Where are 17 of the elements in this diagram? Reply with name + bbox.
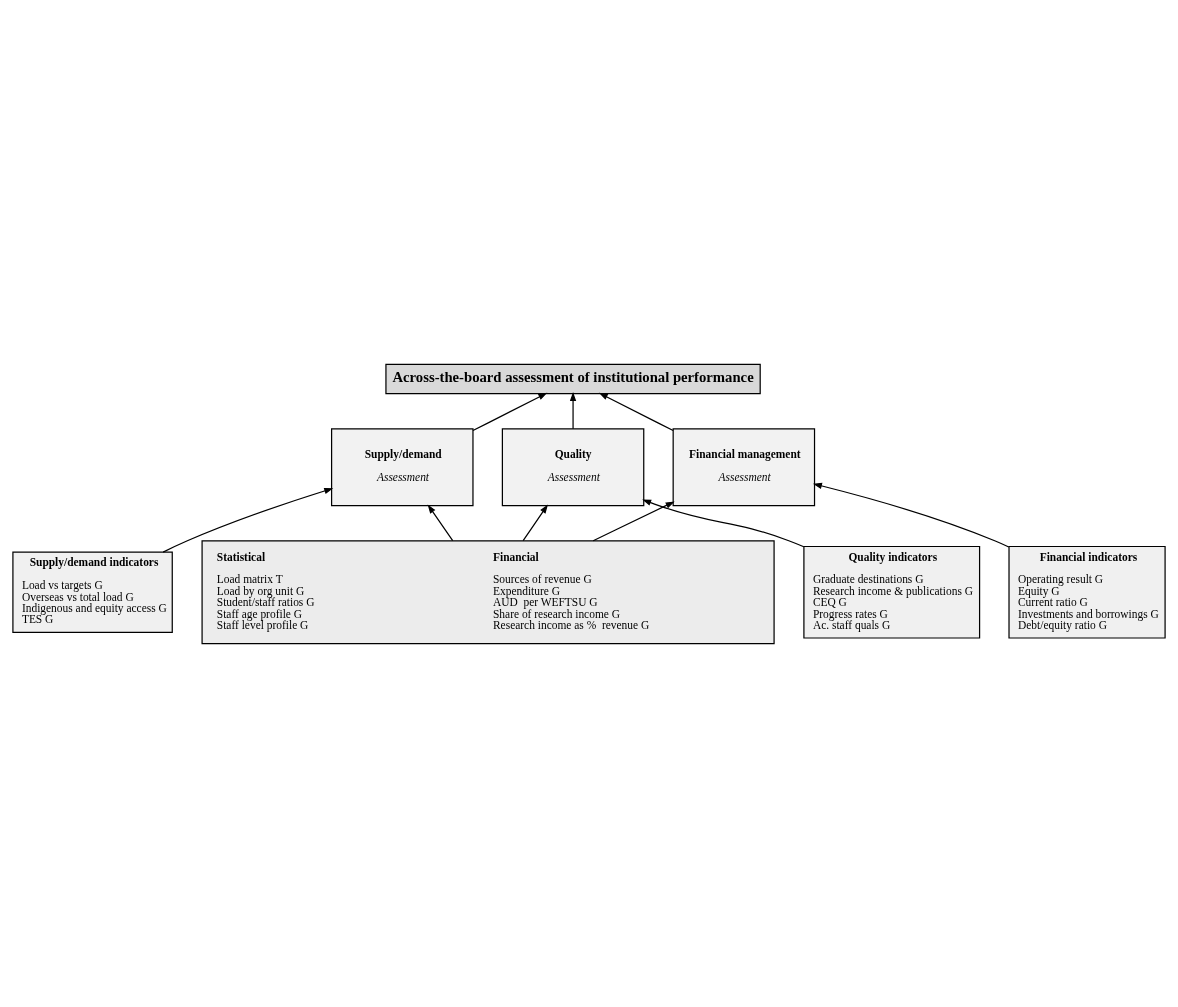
arrow (812, 482, 1010, 548)
arrow (592, 500, 675, 541)
node-box: Statistical Load matrix T Load by org unit G Student/staff ratios G Staff age profile G Staff level profile G Financial Sources of revenue G Expenditure G AUD per WEFTSU G Share of research income G Research income as % revenue G (201, 539, 775, 644)
node-box: Across-the-board assessment of institutional performance (385, 363, 761, 394)
arrow (569, 391, 577, 429)
arrow (427, 504, 454, 541)
node-box: Quality Assessment (501, 427, 645, 506)
node-box: Supply/demand Assessment (331, 427, 474, 506)
arrow (598, 392, 674, 431)
node-box: Financial indicators Operating result G Equity G Current ratio G Investments and borrowings G Debt/equity ratio G (1008, 545, 1166, 639)
arrow (522, 503, 548, 541)
arrow (642, 498, 805, 547)
node-box: Supply/demand indicators Load vs targets G Overseas vs total load G Indigenous and equity access G TES G (12, 551, 173, 633)
arrow (472, 392, 548, 431)
arrow (162, 487, 334, 553)
node-box: Quality indicators Graduate destinations G Research income & publications G CEQ G Progress rates G Ac. staff quals G (803, 545, 981, 639)
node-box: Financial management Assessment (672, 427, 816, 506)
